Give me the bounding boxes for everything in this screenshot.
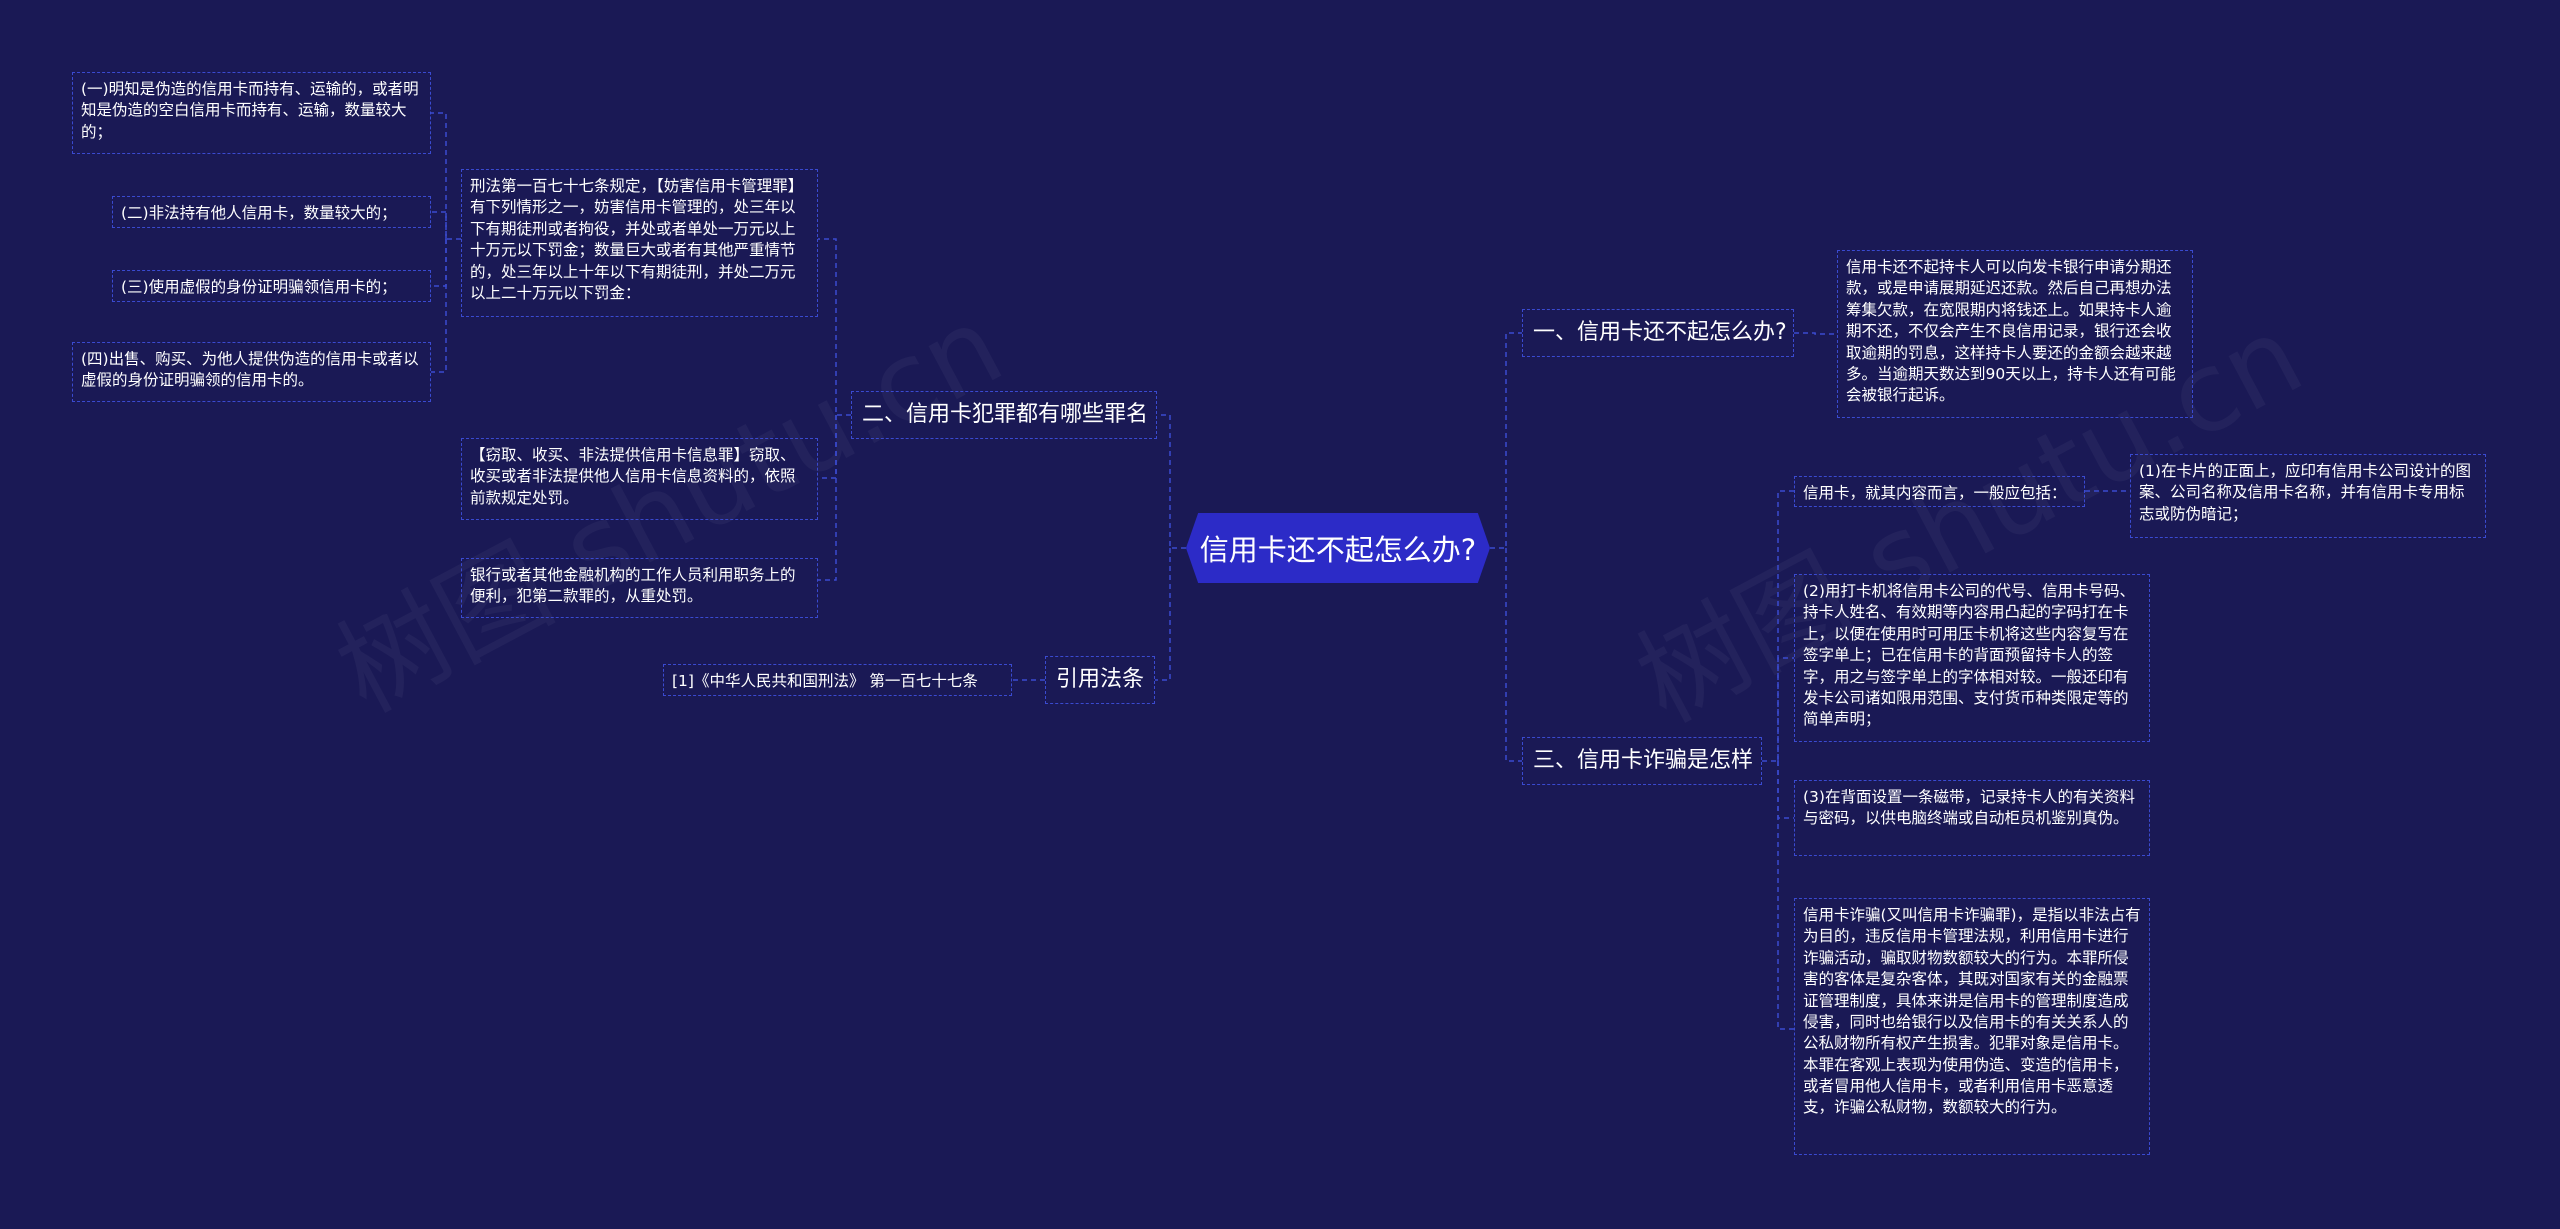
branch-crimes-topic[interactable]: 二、信用卡犯罪都有哪些罪名 (851, 391, 1157, 439)
law-item-1[interactable]: (一)明知是伪造的信用卡而持有、运输的，或者明知是伪造的空白信用卡而持有、运输，… (72, 72, 431, 154)
branch-citation-topic[interactable]: 引用法条 (1045, 656, 1155, 704)
root-topic[interactable]: 信用卡还不起怎么办? (1186, 513, 1490, 583)
card-front-rule[interactable]: (1)在卡片的正面上，应印有信用卡公司设计的图案、公司名称及信用卡名称，并有信用… (2130, 454, 2486, 538)
repay-answer-text[interactable]: 信用卡还不起持卡人可以向发卡银行申请分期还款，或是申请展期延迟还款。然后自己再想… (1837, 250, 2193, 418)
branch-repay-topic[interactable]: 一、信用卡还不起怎么办? (1522, 309, 1794, 357)
law-article-text[interactable]: 刑法第一百七十七条规定，【妨害信用卡管理罪】有下列情形之一，妨害信用卡管理的，处… (461, 169, 818, 317)
card-embossing-rule[interactable]: (2)用打卡机将信用卡公司的代号、信用卡号码、持卡人姓名、有效期等内容用凸起的字… (1794, 574, 2150, 742)
law-item-2[interactable]: (二)非法持有他人信用卡，数量较大的； (112, 196, 431, 228)
branch-fraud-topic[interactable]: 三、信用卡诈骗是怎样 (1522, 737, 1762, 785)
info-crime-text[interactable]: 【窃取、收买、非法提供信用卡信息罪】窃取、收买或者非法提供他人信用卡信息资料的，… (461, 438, 818, 520)
bank-staff-text[interactable]: 银行或者其他金融机构的工作人员利用职务上的便利，犯第二款罪的，从重处罚。 (461, 558, 818, 618)
card-magstripe-rule[interactable]: (3)在背面设置一条磁带，记录持卡人的有关资料与密码，以供电脑终端或自动柜员机鉴… (1794, 780, 2150, 856)
fraud-definition-text[interactable]: 信用卡诈骗(又叫信用卡诈骗罪)，是指以非法占有为目的，违反信用卡管理法规，利用信… (1794, 898, 2150, 1155)
card-content-intro[interactable]: 信用卡，就其内容而言，一般应包括： (1794, 476, 2085, 507)
law-item-3[interactable]: (三)使用虚假的身份证明骗领信用卡的； (112, 270, 431, 302)
law-item-4[interactable]: (四)出售、购买、为他人提供伪造的信用卡或者以虚假的身份证明骗领的信用卡的。 (72, 342, 431, 402)
citation-reference[interactable]: [1]《中华人民共和国刑法》 第一百七十七条 (663, 664, 1012, 696)
